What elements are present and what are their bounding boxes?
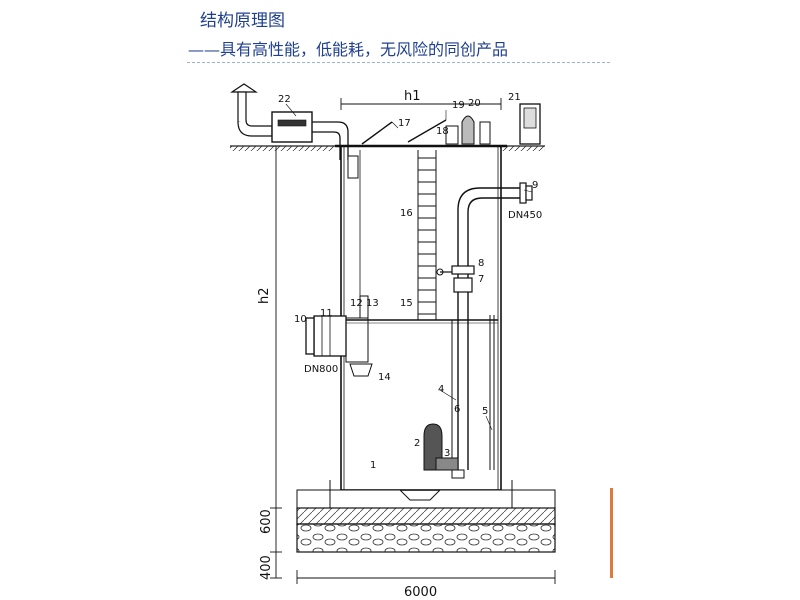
dim-h1-label: h1 xyxy=(404,89,421,104)
page-subtitle: ——具有高性能，低能耗，无风险的同创产品 xyxy=(188,40,509,59)
inlet-assembly xyxy=(305,150,373,377)
callout-2: 2 xyxy=(414,438,420,449)
dim-6000-label: 6000 xyxy=(404,585,437,600)
discharge-pipe xyxy=(436,187,520,470)
dim-600-label: 600 xyxy=(259,509,274,534)
callout-20: 20 xyxy=(468,98,481,109)
callout-22: 22 xyxy=(278,94,291,105)
title-divider xyxy=(187,62,610,63)
outlet-pipe-label: DN450 xyxy=(508,210,542,221)
top-hatches xyxy=(361,115,491,145)
dim-400-label: 400 xyxy=(259,555,274,580)
control-cabinet xyxy=(519,103,541,145)
callout-3: 3 xyxy=(444,448,450,459)
callout-13: 13 xyxy=(366,298,379,309)
page-title: 结构原理图 xyxy=(200,11,285,31)
callout-7: 7 xyxy=(478,274,484,285)
callout-16: 16 xyxy=(400,208,413,219)
submersible-pump xyxy=(423,423,465,479)
base-slab xyxy=(296,480,556,553)
dimension-lines xyxy=(270,98,556,584)
callout-11: 11 xyxy=(320,308,333,319)
callout-1: 1 xyxy=(370,460,376,471)
callout-9: 9 xyxy=(532,180,538,191)
callout-17: 17 xyxy=(398,118,411,129)
dim-h2-label: h2 xyxy=(257,287,272,304)
callout-6: 6 xyxy=(454,404,460,415)
callout-10: 10 xyxy=(294,314,307,325)
callout-15: 15 xyxy=(400,298,413,309)
outlet-flange xyxy=(519,182,533,204)
guide-rods xyxy=(451,315,495,470)
callout-5: 5 xyxy=(482,406,488,417)
callout-18: 18 xyxy=(436,126,449,137)
ladder xyxy=(417,150,437,320)
callout-8: 8 xyxy=(478,258,484,269)
inlet-pipe-label: DN800 xyxy=(304,364,338,375)
side-accent-bar xyxy=(610,488,613,578)
callout-14: 14 xyxy=(378,372,391,383)
grating-platform xyxy=(344,319,498,324)
callout-19: 19 xyxy=(452,100,465,111)
leader-lines xyxy=(285,103,533,431)
callout-12: 12 xyxy=(350,298,363,309)
callout-21: 21 xyxy=(508,92,521,103)
callout-4: 4 xyxy=(438,384,444,395)
surface-equipment xyxy=(230,83,359,179)
